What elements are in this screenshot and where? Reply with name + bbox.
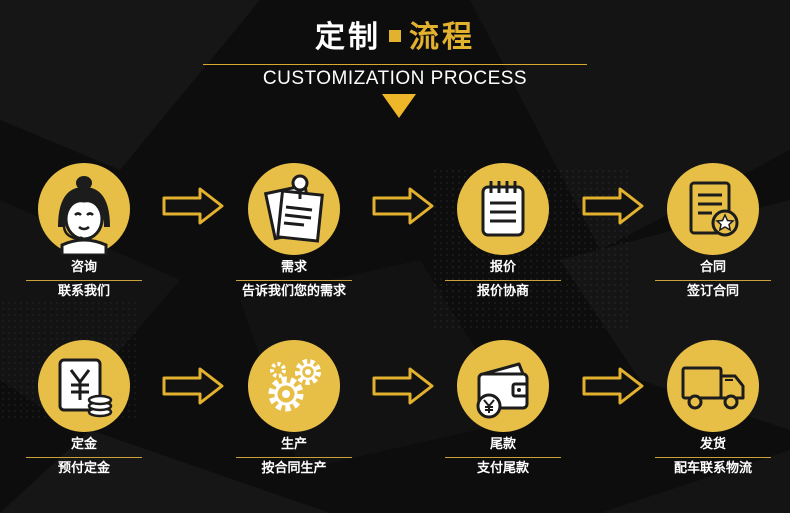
step-divider (655, 457, 771, 458)
step-sub: 签订合同 (686, 284, 739, 299)
step-label: 发货 (699, 437, 726, 452)
gears-icon (248, 340, 340, 432)
step-label: 报价 (489, 260, 516, 275)
title-divider (203, 64, 587, 65)
page-title: 定制流程 (0, 18, 790, 58)
step-divider (236, 457, 352, 458)
down-arrow-icon (382, 94, 416, 118)
step-sub: 支付尾款 (476, 461, 529, 476)
arrow-right-icon (372, 187, 434, 225)
truck-icon (667, 340, 759, 432)
arrow-right-icon (582, 367, 644, 405)
yuan-coins-icon (38, 340, 130, 432)
arrow-right-icon (372, 367, 434, 405)
step-label: 咨询 (70, 260, 97, 275)
contract-icon (667, 163, 759, 255)
wallet-icon (457, 340, 549, 432)
title-part1: 定制 (315, 20, 381, 55)
step-divider (236, 280, 352, 281)
step-sub: 按合同生产 (261, 461, 327, 476)
customer-service-icon (38, 163, 130, 255)
step-divider (445, 457, 561, 458)
arrow-right-icon (582, 187, 644, 225)
step-divider (445, 280, 561, 281)
step-divider (26, 457, 142, 458)
step-label: 合同 (699, 260, 726, 275)
notepad-icon (457, 163, 549, 255)
step-label: 尾款 (489, 437, 516, 452)
step-divider (655, 280, 771, 281)
step-divider (26, 280, 142, 281)
step-label: 生产 (280, 437, 307, 452)
arrow-right-icon (162, 187, 224, 225)
step-label: 定金 (70, 437, 97, 452)
notes-icon (248, 163, 340, 255)
arrow-right-icon (162, 367, 224, 405)
step-sub: 配车联系物流 (673, 461, 752, 476)
title-part2: 流程 (409, 20, 475, 55)
step-label: 需求 (280, 260, 307, 275)
step-sub: 报价协商 (476, 284, 529, 299)
page-subtitle: CUSTOMIZATION PROCESS (262, 68, 528, 89)
step-sub: 预付定金 (57, 461, 110, 476)
step-sub: 联系我们 (57, 284, 110, 299)
title-dot (389, 29, 401, 42)
step-sub: 告诉我们您的需求 (241, 284, 346, 299)
